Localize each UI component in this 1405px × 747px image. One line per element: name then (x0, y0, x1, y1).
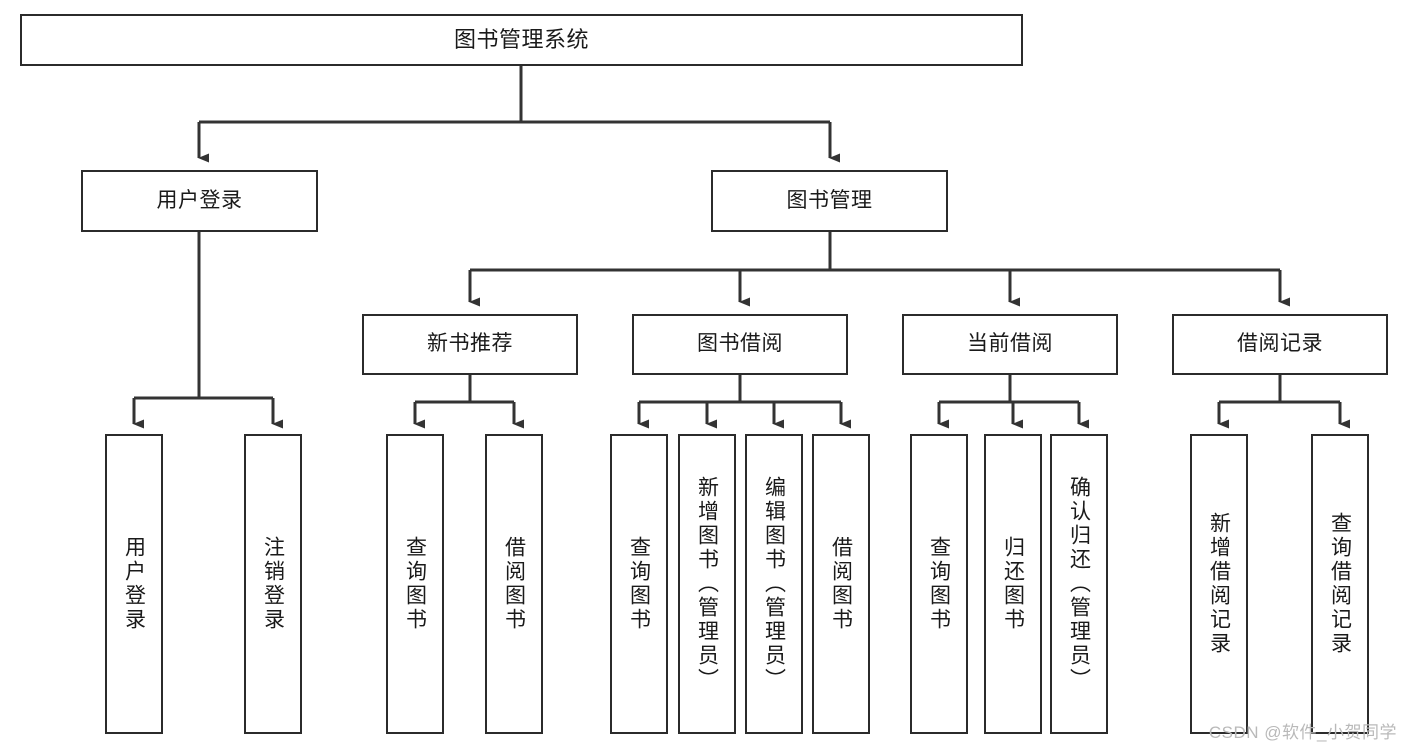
node-leaf-logout-login[interactable]: 注销登录 (244, 434, 302, 734)
node-leaf-user-login[interactable]: 用户登录 (105, 434, 163, 734)
node-new-book-recommend[interactable]: 新书推荐 (362, 314, 578, 375)
node-label: 查询图书 (927, 536, 951, 632)
node-label: 编辑图书（管理员） (762, 476, 786, 692)
node-leaf-return-book[interactable]: 归还图书 (984, 434, 1042, 734)
node-leaf-query-book-1[interactable]: 查询图书 (386, 434, 444, 734)
node-book-borrow[interactable]: 图书借阅 (632, 314, 848, 375)
node-label: 借阅记录 (1237, 332, 1323, 356)
node-label: 新书推荐 (427, 332, 513, 356)
node-label: 借阅图书 (502, 536, 526, 632)
node-book-manage[interactable]: 图书管理 (711, 170, 948, 232)
node-label: 确认归还（管理员） (1067, 476, 1091, 692)
node-label: 用户登录 (122, 536, 146, 632)
node-current-borrow[interactable]: 当前借阅 (902, 314, 1118, 375)
node-book-management-system[interactable]: 图书管理系统 (20, 14, 1023, 66)
node-label: 当前借阅 (967, 332, 1053, 356)
node-label: 借阅图书 (829, 536, 853, 632)
node-leaf-query-borrow-record[interactable]: 查询借阅记录 (1311, 434, 1369, 734)
node-leaf-query-book-3[interactable]: 查询图书 (910, 434, 968, 734)
edge-group-current-borrow (937, 375, 1089, 429)
node-label: 图书借阅 (697, 332, 783, 356)
node-label: 查询借阅记录 (1328, 512, 1352, 656)
node-leaf-edit-book-admin[interactable]: 编辑图书（管理员） (745, 434, 803, 734)
node-leaf-borrow-book-1[interactable]: 借阅图书 (485, 434, 543, 734)
edge-group-root (197, 66, 840, 163)
node-user-login[interactable]: 用户登录 (81, 170, 318, 232)
node-label: 新增借阅记录 (1207, 512, 1231, 656)
node-leaf-confirm-return-admin[interactable]: 确认归还（管理员） (1050, 434, 1108, 734)
edge-group-new-book-recommend (413, 375, 524, 429)
node-leaf-borrow-book-2[interactable]: 借阅图书 (812, 434, 870, 734)
node-leaf-query-book-2[interactable]: 查询图书 (610, 434, 668, 734)
edge-group-user-login (132, 232, 283, 429)
node-label: 注销登录 (261, 536, 285, 632)
node-label: 新增图书（管理员） (695, 476, 719, 692)
edge-group-borrow-record (1217, 375, 1350, 429)
node-label: 查询图书 (403, 536, 427, 632)
node-borrow-record[interactable]: 借阅记录 (1172, 314, 1388, 375)
node-label: 图书管理系统 (453, 27, 589, 53)
edge-group-book-borrow (637, 375, 851, 429)
node-label: 归还图书 (1001, 536, 1025, 632)
node-label: 图书管理 (786, 188, 873, 212)
edge-group-book-manage (468, 232, 1290, 307)
node-label: 查询图书 (627, 536, 651, 632)
node-leaf-add-book-admin[interactable]: 新增图书（管理员） (678, 434, 736, 734)
watermark-text: CSDN @软件_小贺同学 (1208, 723, 1397, 742)
node-label: 用户登录 (156, 188, 243, 212)
node-leaf-add-borrow-record[interactable]: 新增借阅记录 (1190, 434, 1248, 734)
